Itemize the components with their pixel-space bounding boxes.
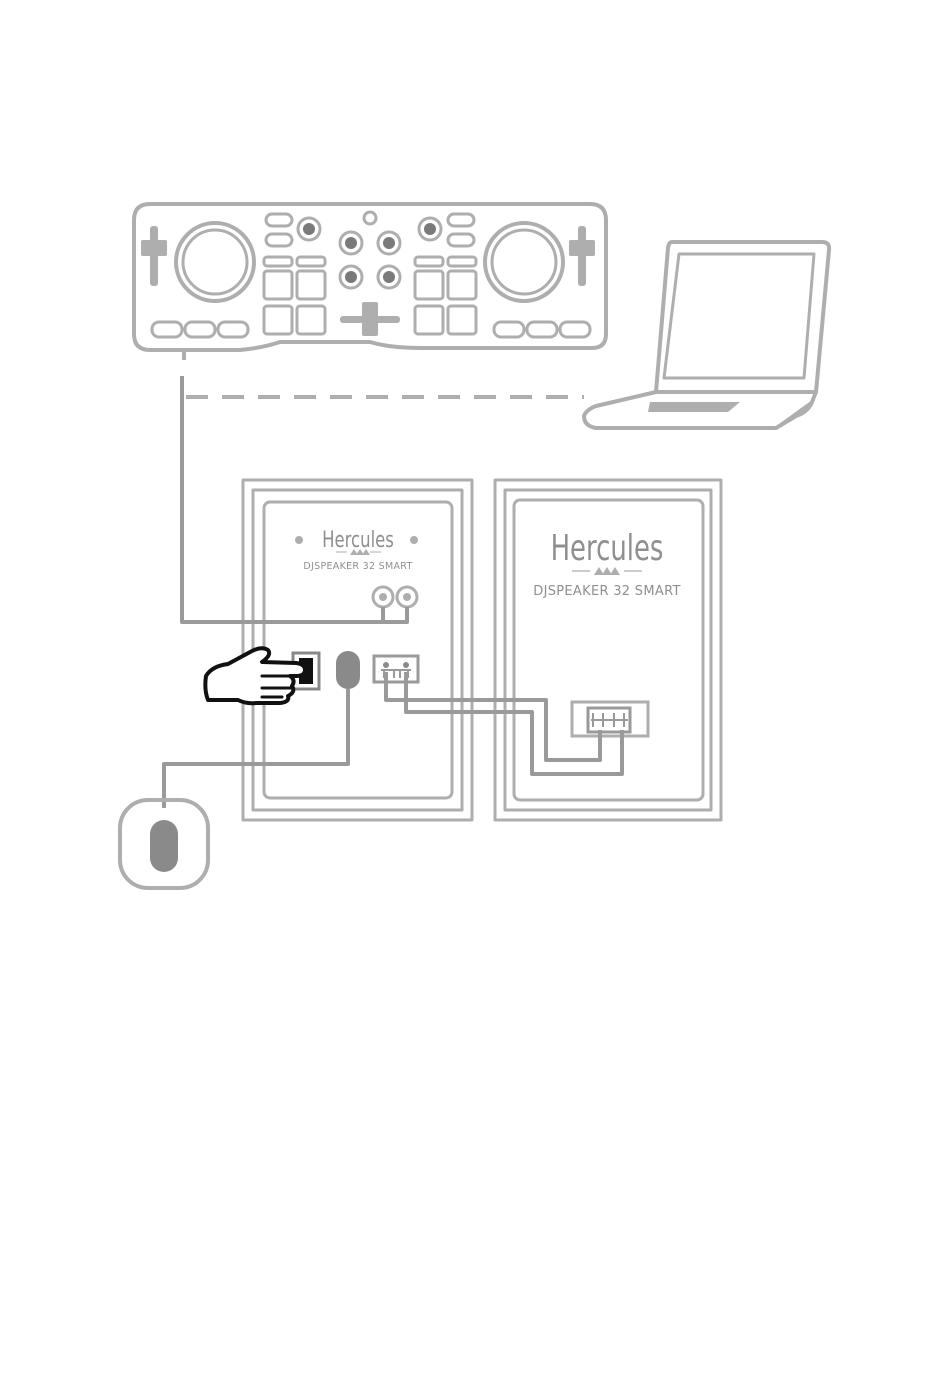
pad: [297, 271, 325, 299]
pad: [448, 271, 476, 299]
power-cable: [164, 689, 348, 808]
knob-cap: [303, 223, 315, 235]
pad: [415, 271, 443, 299]
model-label: DJSPEAKER 32 SMART: [303, 561, 412, 572]
knob-cap: [383, 237, 395, 249]
knob-cap: [345, 237, 357, 249]
model-label: DJSPEAKER 32 SMART: [533, 584, 680, 599]
brand-logo: Hercules: [322, 527, 394, 553]
speaker-output-terminal: [374, 656, 418, 682]
knob-cap: [424, 223, 436, 235]
speaker-active: Hercules DJSPEAKER 32 SMART: [243, 480, 472, 820]
knob-cap: [383, 271, 395, 283]
speaker-passive: Hercules DJSPEAKER 32 SMART: [495, 480, 721, 820]
pad: [448, 306, 476, 334]
pad: [297, 306, 325, 334]
pad: [264, 271, 292, 299]
power-adapter: [120, 800, 208, 888]
pointing-hand-icon: [205, 648, 305, 703]
dj-controller: [134, 204, 606, 350]
crossfader: [340, 302, 400, 336]
power-socket: [336, 651, 360, 689]
pad: [415, 306, 443, 334]
knob-cap: [345, 271, 357, 283]
jog-wheel-left: [176, 223, 254, 301]
pad: [264, 306, 292, 334]
jog-wheel-right: [485, 223, 563, 301]
brand-logo: Hercules: [551, 528, 664, 569]
laptop: [584, 242, 829, 428]
pitch-fader-right: [569, 226, 595, 286]
speaker-input-terminal: [572, 702, 648, 736]
knobs: [298, 218, 441, 288]
rca-inputs: [373, 587, 417, 607]
pitch-fader-left: [141, 226, 167, 286]
rca-cable: [182, 376, 407, 622]
